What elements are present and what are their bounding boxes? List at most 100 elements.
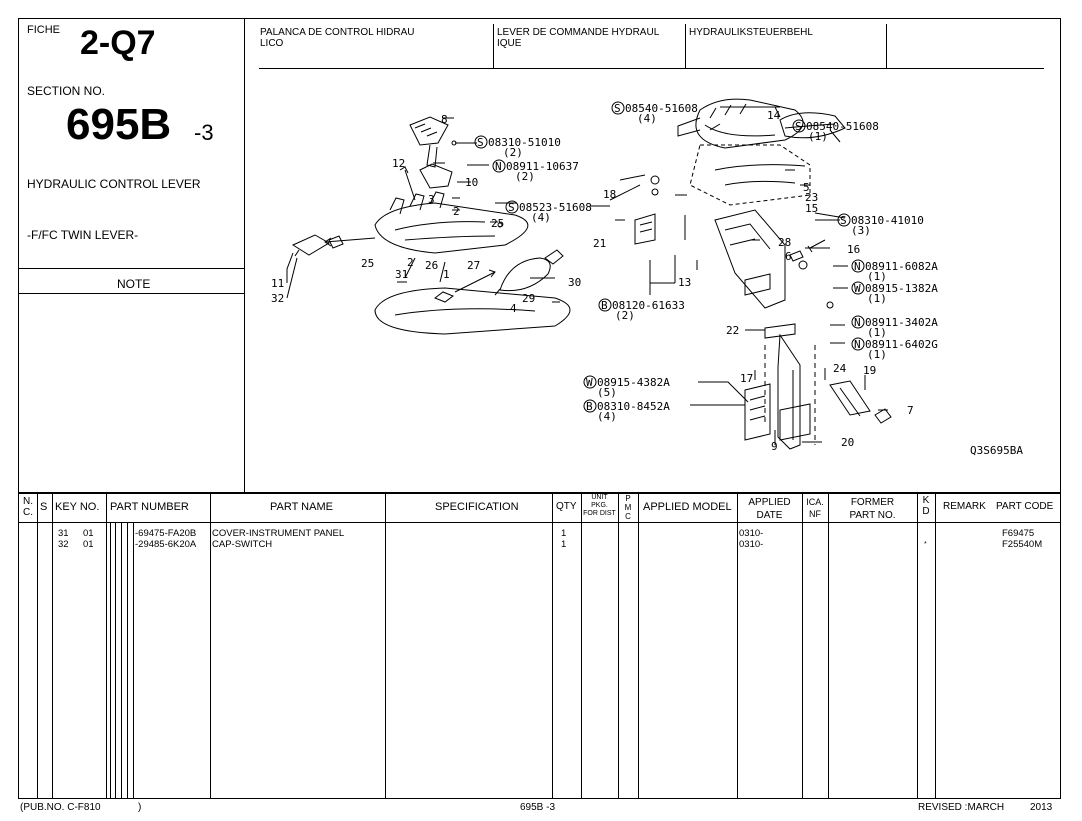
svg-text:W: W bbox=[586, 376, 593, 389]
row-key: 01 bbox=[83, 539, 94, 550]
callout-5: 5 bbox=[803, 181, 810, 194]
callout-22: 22 bbox=[726, 324, 739, 337]
callout-6: 6 bbox=[785, 250, 792, 263]
header-ica-nf: ICA. NF bbox=[806, 497, 824, 519]
callout-3: 3 bbox=[428, 193, 435, 206]
col-line-date bbox=[737, 493, 738, 799]
row-applied-date: 0310- bbox=[739, 539, 764, 550]
callout-2b: 2 bbox=[407, 256, 414, 269]
svg-text:08310-8452A: 08310-8452A bbox=[597, 400, 670, 413]
row-qty: 1 bbox=[561, 528, 567, 539]
svg-text:N: N bbox=[854, 338, 861, 351]
section-number: 695B bbox=[66, 100, 172, 149]
col-line-model bbox=[638, 493, 639, 799]
part-callout-08310-51010: S 08310-51010 (2) bbox=[474, 135, 561, 159]
title-divider-3 bbox=[886, 24, 887, 68]
svg-text:08911-3402A: 08911-3402A bbox=[865, 316, 938, 329]
col-line-pmc bbox=[618, 493, 619, 799]
section-suffix: -3 bbox=[194, 120, 214, 145]
callout-28: 28 bbox=[778, 236, 791, 249]
svg-text:(2): (2) bbox=[515, 170, 535, 183]
col-line-partname bbox=[210, 493, 211, 799]
title-divider-1 bbox=[493, 24, 494, 68]
svg-text:08915-4382A: 08915-4382A bbox=[597, 376, 670, 389]
svg-text:(2): (2) bbox=[615, 309, 635, 322]
part-callout-08911-3402A: N 08911-3402A (1) bbox=[851, 315, 938, 339]
svg-text:B: B bbox=[586, 400, 593, 413]
part-callout-08540-51608-a: S 08540-51608 (4) bbox=[611, 101, 698, 125]
col-line-kd bbox=[917, 493, 918, 799]
svg-text:B: B bbox=[601, 299, 608, 312]
col-line-pn-c bbox=[121, 522, 122, 799]
svg-text:S: S bbox=[795, 120, 802, 133]
part-callout-08540-51608-b: S 08540-51608 (1) bbox=[792, 119, 879, 143]
row-applied-date: 0310- bbox=[739, 528, 764, 539]
section-label: SECTION NO. bbox=[27, 84, 106, 98]
callout-25: 25 bbox=[491, 217, 504, 230]
callout-14: 14 bbox=[767, 109, 781, 122]
svg-text:08540-51608: 08540-51608 bbox=[806, 120, 879, 133]
col-line-pn-a bbox=[110, 522, 111, 799]
callout-19: 19 bbox=[863, 364, 876, 377]
header-key-no: KEY NO. bbox=[55, 501, 100, 513]
footer-section: 695B -3 bbox=[520, 802, 556, 813]
callout-12: 12 bbox=[392, 157, 405, 170]
callout-1: 1 bbox=[443, 268, 450, 281]
callout-13: 13 bbox=[678, 276, 691, 289]
header-remark: REMARK bbox=[943, 501, 986, 512]
table-header-line bbox=[18, 522, 1061, 523]
callout-18: 18 bbox=[603, 188, 616, 201]
english-title: HYDRAULIC CONTROL LEVER bbox=[27, 177, 201, 191]
spanish-title-2: LICO bbox=[260, 38, 284, 49]
callout-30: 30 bbox=[568, 276, 581, 289]
callout-9: 9 bbox=[771, 440, 778, 453]
footer-pub-no: (PUB.NO. C-F810 bbox=[20, 802, 101, 813]
part-callout-08911-10637: N 08911-10637 (2) bbox=[492, 159, 579, 183]
diagram-code: Q3S695BA bbox=[970, 444, 1023, 457]
row-kd: * bbox=[924, 541, 927, 548]
col-line-spec bbox=[385, 493, 386, 799]
callout-24: 24 bbox=[833, 362, 847, 375]
note-bottom-line bbox=[18, 293, 244, 294]
header-specification: SPECIFICATION bbox=[435, 501, 519, 513]
svg-text:N: N bbox=[854, 260, 861, 273]
svg-text:S: S bbox=[840, 214, 847, 227]
callout-11: 11 bbox=[271, 277, 284, 290]
svg-text:S: S bbox=[614, 102, 621, 115]
col-line-pn-d bbox=[127, 522, 128, 799]
callout-10: 10 bbox=[465, 176, 478, 189]
svg-text:(2): (2) bbox=[503, 146, 523, 159]
part-callout-08310-8452A: B 08310-8452A (4) bbox=[583, 399, 670, 423]
svg-text:08120-61633: 08120-61633 bbox=[612, 299, 685, 312]
callout-27: 27 bbox=[467, 259, 480, 272]
callout-17: 17 bbox=[740, 372, 753, 385]
part-callout-08915-1382A: W 08915-1382A (1) bbox=[851, 281, 938, 305]
col-line-qty bbox=[552, 493, 553, 799]
col-line-unit bbox=[581, 493, 582, 799]
svg-text:(1): (1) bbox=[808, 130, 828, 143]
row-key: 01 bbox=[83, 528, 94, 539]
part-callout-08523-51608: S 08523-51608 (4) bbox=[505, 200, 592, 224]
part-callout-08911-6082A: N 08911-6082A (1) bbox=[851, 259, 938, 283]
callout-2: 2 bbox=[453, 205, 460, 218]
page-frame bbox=[18, 18, 1061, 799]
col-line-nc bbox=[37, 493, 38, 799]
svg-text:(5): (5) bbox=[597, 386, 617, 399]
header-part-code: PART CODE bbox=[996, 501, 1054, 512]
callout-29: 29 bbox=[522, 292, 535, 305]
callout-15: 15 bbox=[805, 202, 818, 215]
header-part-number: PART NUMBER bbox=[110, 501, 189, 513]
fiche-value: 2-Q7 bbox=[80, 24, 156, 62]
footer-pub-close: ) bbox=[138, 802, 142, 813]
row-part-code: F69475 bbox=[1002, 528, 1035, 539]
svg-text:(1): (1) bbox=[867, 270, 887, 283]
exploded-parts-diagram: 8 12 10 3 2 25 26 27 11 32 31 1 29 4 30 … bbox=[271, 98, 1023, 457]
row-part-number: -69475-FA20B bbox=[135, 528, 197, 539]
col-line-former bbox=[828, 493, 829, 799]
svg-text:W: W bbox=[854, 282, 861, 295]
french-title-1: LEVER DE COMMANDE HYDRAUL bbox=[497, 27, 660, 38]
row-part-name: COVER-INSTRUMENT PANEL bbox=[212, 528, 345, 539]
svg-text:08523-51608: 08523-51608 bbox=[519, 201, 592, 214]
spanish-title-1: PALANCA DE CONTROL HIDRAU bbox=[260, 27, 415, 38]
note-top-line bbox=[18, 268, 244, 269]
